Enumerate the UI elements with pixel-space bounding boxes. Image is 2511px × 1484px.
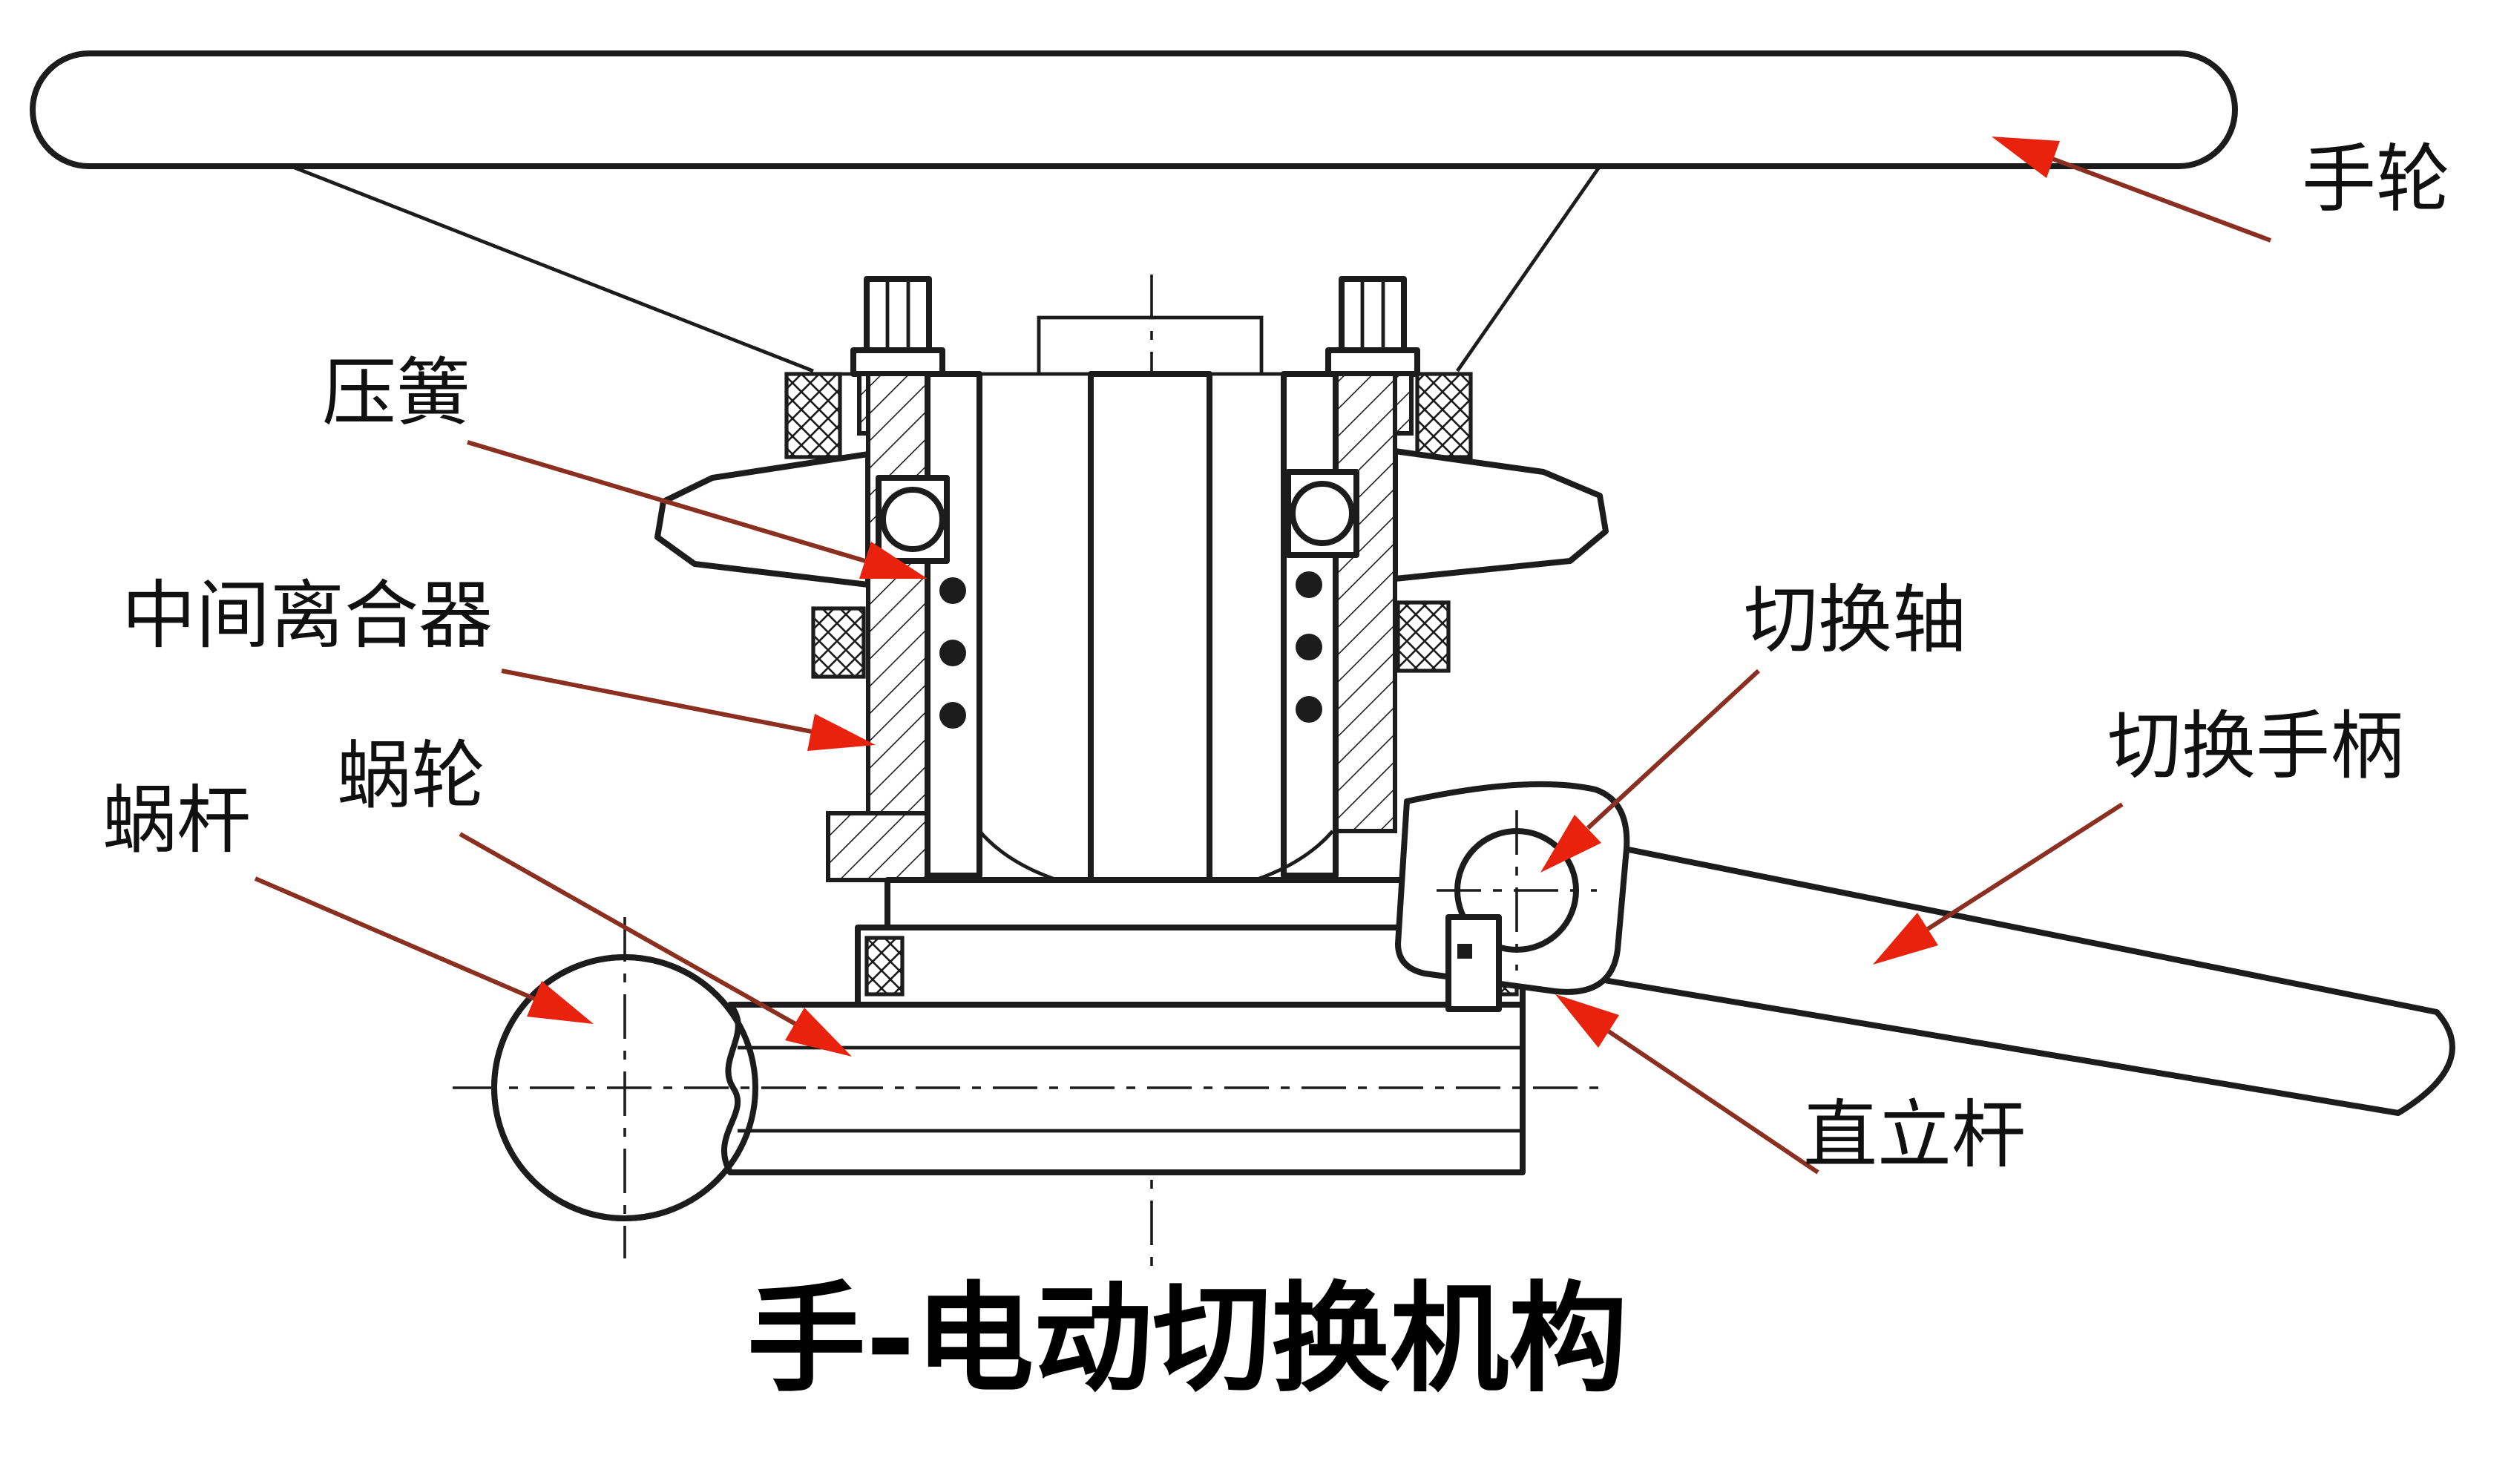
inner-shaft: [1088, 371, 1212, 930]
label-intermediate-clutch: 中间离合器: [122, 575, 493, 657]
handwheel-drawing: [30, 50, 2238, 373]
leader-line: [459, 832, 797, 1026]
leader-line: [1926, 802, 2124, 931]
flange-wing-right: [1392, 448, 1609, 582]
flange-wing-left: [654, 451, 871, 588]
hub-top-boss: [1037, 315, 1264, 374]
compression-spring-arrowhead-icon: [859, 542, 928, 579]
leader-worm: [254, 876, 594, 1024]
base-plate-block-left: [864, 936, 905, 997]
worm-arrowhead-icon: [527, 981, 594, 1024]
label-switching-handle: 切换手柄: [2107, 706, 2404, 788]
hub-assembly-drawing: [654, 276, 1609, 930]
switching-handle-arrowhead-icon: [1873, 913, 1938, 965]
leader-intermediate-clutch: [501, 669, 876, 751]
leader-worm-wheel: [459, 832, 852, 1057]
leaders: [254, 137, 2272, 1175]
worm-gear-drawing: [453, 917, 1603, 1258]
ball-bearing-right: [1285, 469, 1359, 558]
hub-wall-left: [866, 372, 930, 878]
leader-line: [467, 440, 866, 563]
switching-shaft-arrowhead-icon: [1540, 815, 1601, 873]
leader-switching-shaft: [1540, 669, 1761, 873]
vertical-rod-drawing: [1445, 914, 1502, 1012]
labels: 手轮 压簧 中间离合器 蜗杆 蜗轮 切换轴 切换手柄 直立杆: [102, 139, 2450, 1177]
handwheel-spoke-left: [290, 164, 814, 373]
spring-channel-right: [1281, 371, 1339, 879]
handwheel-rim: [30, 50, 2238, 169]
switching-shaft-drawing: [1395, 781, 1630, 1012]
compression-spring-left: [939, 577, 966, 729]
label-worm-wheel: 蜗轮: [337, 735, 485, 818]
compression-spring-right: [1296, 571, 1322, 723]
vertical-rod-key: [1457, 944, 1472, 959]
switching-handle-drawing: [1597, 843, 2455, 1116]
leader-line: [501, 669, 813, 734]
bearing-block-left-lower: [811, 606, 866, 679]
handwheel-arrowhead-icon: [1992, 137, 2060, 178]
label-worm: 蜗杆: [102, 780, 251, 862]
ball-bearing-left: [876, 475, 950, 564]
spring-channel-left: [925, 371, 982, 879]
label-compression-spring: 压簧: [322, 352, 470, 435]
label-handwheel: 手轮: [2302, 139, 2450, 221]
worm-wheel-arrowhead-icon: [785, 1008, 852, 1057]
vertical-rod-arrowhead-icon: [1555, 994, 1619, 1048]
leader-line: [2051, 157, 2272, 243]
bearing-block-right-upper: [1415, 372, 1473, 459]
hub-wall-right: [1333, 372, 1397, 833]
intermediate-clutch-arrowhead-icon: [807, 714, 876, 751]
leader-handwheel: [1992, 137, 2272, 243]
step-plate: [884, 877, 1469, 930]
label-switching-shaft: 切换轴: [1744, 580, 1966, 662]
diagram-title: 手-电动切换机构: [747, 1270, 1627, 1408]
label-vertical-rod: 直立杆: [1803, 1094, 2026, 1177]
leader-line: [1586, 669, 1761, 830]
handwheel-spoke-right: [1456, 165, 1601, 372]
bearing-block-left-upper: [784, 372, 842, 459]
leader-vertical-rod: [1555, 994, 1819, 1175]
leader-switching-handle: [1873, 802, 2124, 965]
leader-compression-spring: [467, 440, 928, 579]
bearing-block-right-lower: [1396, 600, 1451, 673]
leader-line: [1607, 1029, 1819, 1175]
hub-wall-left-foot: [826, 811, 930, 882]
leader-line: [254, 876, 536, 1001]
